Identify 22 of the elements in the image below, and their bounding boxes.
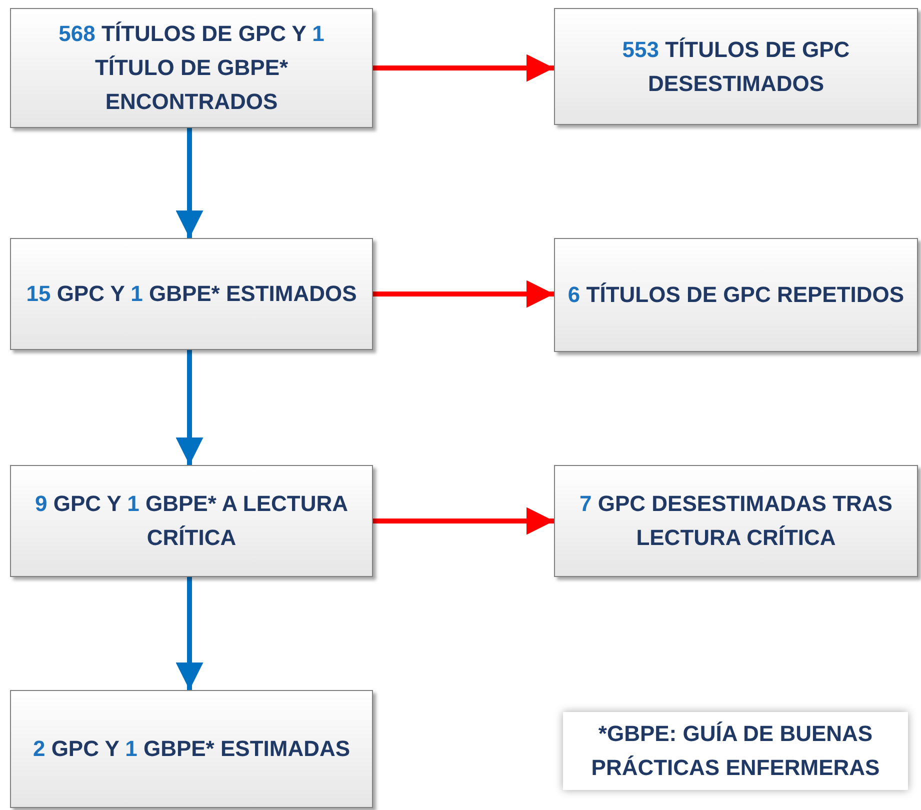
arrow xyxy=(176,350,204,465)
footnote-text: *GBPE: GUÍA DE BUENAS PRÁCTICAS ENFERMERAS xyxy=(590,720,881,782)
arrow xyxy=(373,507,554,535)
process-box xyxy=(554,238,918,352)
box-text: 553 TÍTULOS DE GPC DESESTIMADOS xyxy=(621,36,851,98)
process-box xyxy=(10,238,373,350)
box-text: 568 TÍTULOS DE GPC Y 1 TÍTULO DE GBPE* ENCONTRADOS xyxy=(58,20,326,116)
process-box xyxy=(10,8,373,128)
box-text: 6 TÍTULOS DE GPC REPETIDOS xyxy=(566,281,906,309)
process-box xyxy=(10,465,373,577)
arrow xyxy=(373,280,554,308)
box-text: 2 GPC Y 1 GBPE* ESTIMADAS xyxy=(32,735,352,763)
note-box xyxy=(563,712,908,790)
box-text: 7 GPC DESESTIMADAS TRAS LECTURA CRÍTICA xyxy=(578,490,894,552)
process-box xyxy=(554,8,918,125)
process-box xyxy=(554,465,918,577)
arrow xyxy=(176,577,204,690)
box-text: 15 GPC Y 1 GBPE* ESTIMADOS xyxy=(25,280,358,308)
process-box xyxy=(10,690,373,808)
box-text: 9 GPC Y 1 GBPE* A LECTURA CRÍTICA xyxy=(34,490,349,552)
arrow xyxy=(373,54,554,82)
arrow xyxy=(176,128,204,238)
